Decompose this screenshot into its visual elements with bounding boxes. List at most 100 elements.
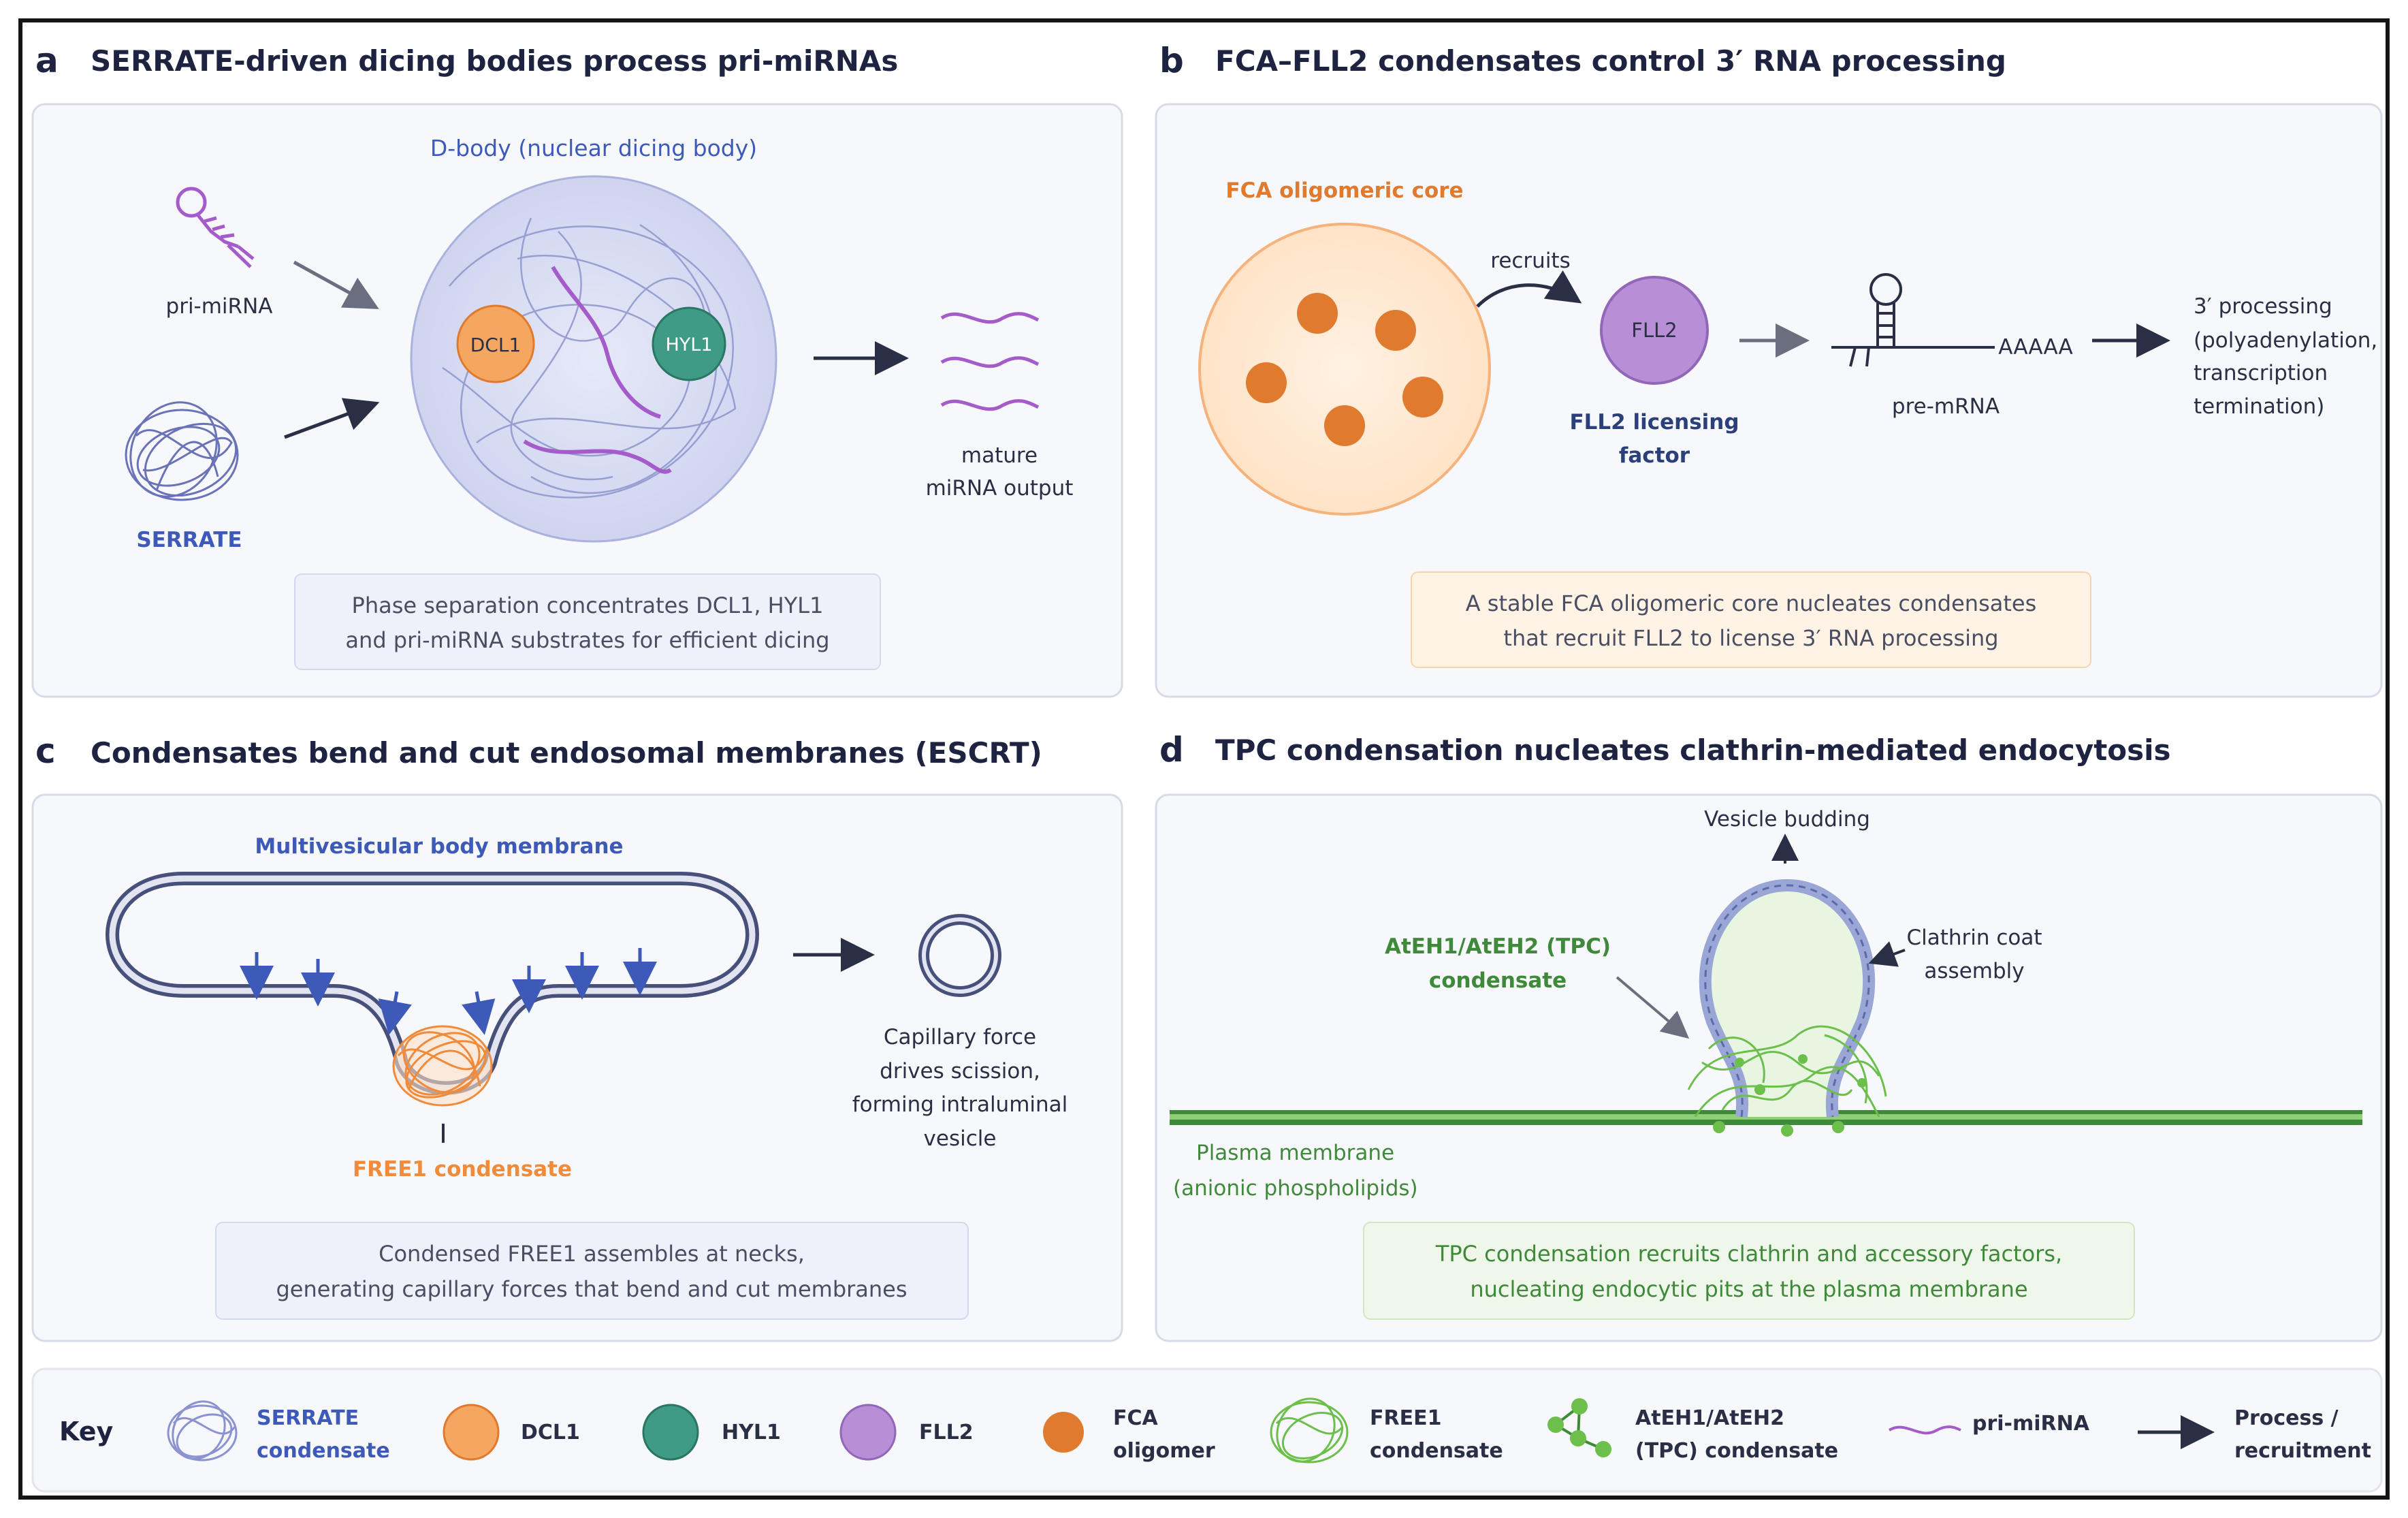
force-arrow-3 xyxy=(378,991,412,1035)
fca-oligomer-3 xyxy=(1246,362,1287,403)
key-free1-icon xyxy=(1270,1397,1349,1464)
key-fca-line2: oligomer xyxy=(1113,1439,1215,1463)
dbody-primirna-strand xyxy=(551,266,661,419)
panel-b: b FCA–FLL2 condensates control 3′ RNA pr… xyxy=(1155,41,2383,698)
fll2-factor-label: factor xyxy=(1619,443,1690,468)
key-dcl1: DCL1 xyxy=(521,1421,580,1444)
recruits-label: recruits xyxy=(1490,249,1571,273)
key-primirna: pri-miRNA xyxy=(1972,1412,2090,1436)
mvb-membrane-label: Multivesicular body membrane xyxy=(255,834,623,859)
fll2-licensing-label: FLL2 licensing xyxy=(1569,410,1739,434)
panel-c-box xyxy=(31,793,1123,1342)
key-primirna-icon xyxy=(1888,1425,1961,1435)
dbody-tangle xyxy=(442,217,737,499)
panel-c-letter: c xyxy=(35,731,56,771)
pri-mirna-hairpin-icon xyxy=(176,187,255,268)
key-fca-line1: FCA xyxy=(1113,1406,1159,1430)
mirna-output-label: miRNA output xyxy=(926,476,1074,501)
key-process-line1: Process / xyxy=(2234,1406,2339,1430)
key-title: Key xyxy=(59,1417,114,1446)
fca-oligomer-4 xyxy=(1402,377,1443,417)
key-tpc-icon xyxy=(1547,1398,1611,1457)
serrate-arrow xyxy=(284,398,380,439)
panel-d: d TPC condensation nucleates clathrin-me… xyxy=(1155,730,2383,1342)
fca-core-label: FCA oligomeric core xyxy=(1225,178,1463,203)
processing-line2: (polyadenylation, xyxy=(2194,328,2377,353)
serrate-tangle-icon xyxy=(125,401,239,501)
dbody-primirna-strand-2 xyxy=(523,439,672,474)
tpc-nodes xyxy=(1713,1054,1867,1137)
recruits-arrow xyxy=(1476,270,1582,308)
fca-oligomeric-core xyxy=(1198,223,1491,516)
processing-line1: 3′ processing xyxy=(2194,294,2332,319)
mature-label: mature xyxy=(961,443,1038,468)
panel-a: a SERRATE-driven dicing bodies process p… xyxy=(31,41,1123,698)
force-arrow-4 xyxy=(462,991,496,1035)
key-box xyxy=(31,1367,2383,1493)
fca-oligomer-1 xyxy=(1297,293,1338,334)
tpc-network xyxy=(1687,1025,1887,1118)
fll2-circle xyxy=(1600,276,1709,385)
panel-a-letter: a xyxy=(35,41,59,80)
panel-d-caption-line1: TPC condensation recruits clathrin and a… xyxy=(1435,1241,2062,1267)
vesicle-budding-label: Vesicle budding xyxy=(1704,807,1870,832)
panel-d-caption-line2: nucleating endocytic pits at the plasma … xyxy=(1470,1276,2027,1302)
panel-b-caption-line2: that recruit FLL2 to license 3′ RNA proc… xyxy=(1503,625,1998,651)
fca-oligomer-5 xyxy=(1324,405,1365,446)
dbody-condensate xyxy=(410,175,777,543)
clathrin-arrow xyxy=(1868,941,1906,967)
hyl1-circle xyxy=(652,306,726,381)
key-serrate-icon xyxy=(167,1400,238,1461)
tpc-label-line2: condensate xyxy=(1429,968,1567,993)
key-tpc-line2: (TPC) condensate xyxy=(1635,1439,1838,1463)
processing-line3: transcription xyxy=(2194,361,2328,385)
panel-c-caption-box xyxy=(215,1222,969,1320)
panel-d-caption-box xyxy=(1363,1222,2135,1320)
key-hyl1-icon xyxy=(642,1404,699,1461)
key-tpc-line1: AtEH1/AtEH2 xyxy=(1635,1406,1784,1430)
panel-c-caption-line1: Condensed FREE1 assembles at necks, xyxy=(379,1241,805,1267)
mature-mirna-icon xyxy=(940,312,1040,411)
key-serrate-line2: condensate xyxy=(257,1439,390,1463)
panel-b-letter: b xyxy=(1159,41,1184,80)
key-fll2-icon xyxy=(839,1404,897,1461)
key-serrate-line1: SERRATE xyxy=(257,1406,359,1430)
panel-c-caption-line2: generating capillary forces that bend an… xyxy=(276,1276,907,1302)
pre-mrna-label: pre-mRNA xyxy=(1892,394,2000,419)
capillary-line1: Capillary force xyxy=(884,1025,1036,1049)
key-dcl1-icon xyxy=(443,1404,500,1461)
fll2-label: FLL2 xyxy=(1631,319,1677,342)
clathrin-label-line2: assembly xyxy=(1924,959,2024,983)
panel-a-caption-line1: Phase separation concentrates DCL1, HYL1 xyxy=(352,592,824,618)
processing-line4: termination) xyxy=(2194,394,2324,419)
pm-label-line1: Plasma membrane xyxy=(1196,1141,1394,1165)
dbody-label: D-body (nuclear dicing body) xyxy=(430,135,757,161)
capillary-line3: forming intraluminal xyxy=(852,1092,1068,1117)
serrate-label: SERRATE xyxy=(136,528,242,552)
capillary-line2: drives scission, xyxy=(880,1059,1040,1084)
panel-d-letter: d xyxy=(1159,730,1184,770)
panel-a-caption-line2: and pri-miRNA substrates for efficient d… xyxy=(345,627,829,653)
key-hyl1: HYL1 xyxy=(722,1421,781,1444)
panel-c-title: Condensates bend and cut endosomal membr… xyxy=(91,736,1042,770)
capillary-line4: vesicle xyxy=(924,1126,997,1151)
free1-condensate xyxy=(392,1025,493,1107)
panel-b-caption-box xyxy=(1411,571,2091,668)
dcl1-circle xyxy=(456,304,535,383)
panel-c: c Condensates bend and cut endosomal mem… xyxy=(31,731,1123,1342)
pre-mrna-hairpin-icon xyxy=(1831,273,1995,367)
key-process-line2: recruitment xyxy=(2234,1439,2371,1463)
polya-tail: AAAAA xyxy=(1998,335,2072,360)
panel-b-caption-line1: A stable FCA oligomeric core nucleates c… xyxy=(1466,590,2037,616)
hyl1-label: HYL1 xyxy=(665,334,712,355)
panel-d-title: TPC condensation nucleates clathrin-medi… xyxy=(1215,733,2171,767)
pri-mirna-arrow xyxy=(293,260,379,309)
key-fll2: FLL2 xyxy=(919,1421,974,1444)
panel-b-title: FCA–FLL2 condensates control 3′ RNA proc… xyxy=(1215,44,2006,78)
pri-mirna-label: pri-miRNA xyxy=(166,294,273,319)
tpc-arrow xyxy=(1616,976,1690,1039)
key-free1-line2: condensate xyxy=(1370,1439,1503,1463)
tpc-label-line1: AtEH1/AtEH2 (TPC) xyxy=(1385,934,1611,959)
free1-label: FREE1 condensate xyxy=(353,1157,572,1182)
